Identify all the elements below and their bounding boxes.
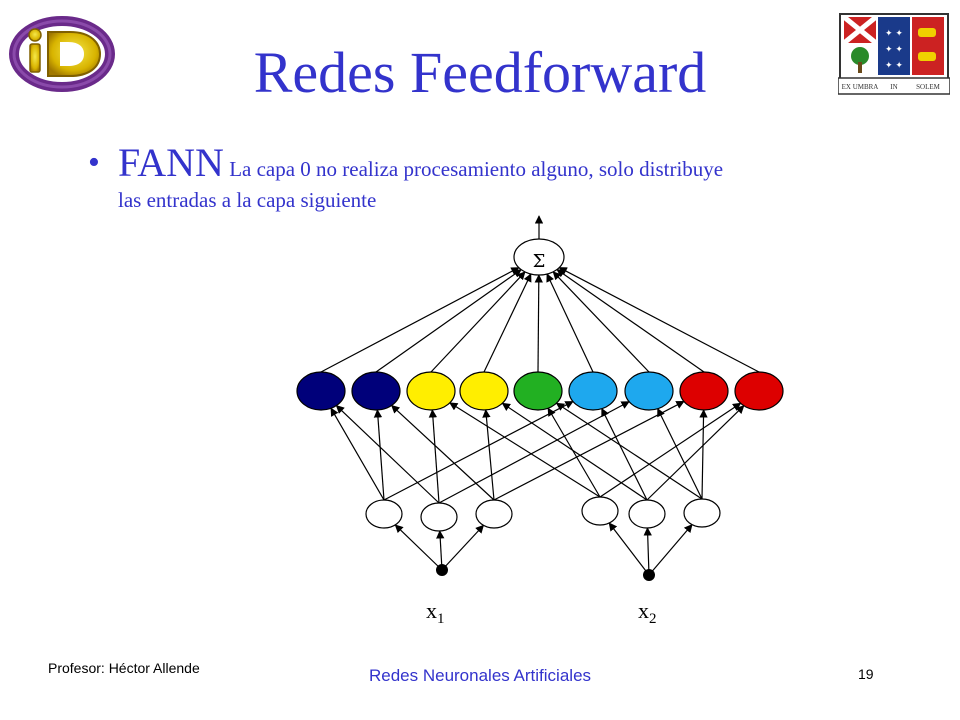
edge-hidden-to-sum [375,269,522,373]
edge-input-to-hidden [547,407,601,498]
hidden-node [568,371,618,411]
input-layer-node [365,499,403,529]
edge-source-to-input [608,522,650,576]
edge-hidden-to-sum [558,267,760,373]
input-label-x2: x2 [638,598,657,627]
input-label-x2-base: x [638,598,649,623]
input-layer-node [420,502,458,532]
edge-input-to-hidden [493,400,685,501]
network-nodes [296,238,784,581]
input-source-node [436,564,448,576]
input-label-x1-base: x [426,598,437,623]
svg-text:✦ ✦: ✦ ✦ [885,61,903,71]
edge-hidden-to-sum [552,271,650,373]
edge-input-to-hidden [391,404,495,501]
hidden-node [734,371,784,411]
slide-title: Redes Feedforward [253,40,707,105]
footer-page-number: 19 [858,666,874,682]
edge-source-to-input [441,524,485,571]
edge-input-to-hidden [657,407,703,500]
bullet-body: La capa 0 no realiza procesamiento algun… [223,157,724,181]
hidden-node [459,371,509,411]
bullet-text: FANN La capa 0 no realiza procesamiento … [118,140,918,186]
edge-input-to-hidden [599,402,742,498]
edge-input-to-hidden [501,402,648,501]
input-label-x1: x1 [426,598,445,627]
edge-input-to-hidden [601,407,648,501]
university-shield-icon: ✦ ✦ ✦ ✦ ✦ ✦ EX UMBRA IN SOLEM [838,13,950,95]
svg-text:✦ ✦: ✦ ✦ [885,45,903,55]
banner-left-text: EX UMBRA [842,83,879,91]
input-label-x2-sub: 2 [649,611,657,627]
input-layer-node [628,499,666,529]
edge-hidden-to-sum [546,273,594,373]
network-edges [320,215,760,576]
input-layer-node [581,496,619,526]
hidden-node [513,371,563,411]
banner-mid-text: IN [890,83,897,91]
hidden-node [351,371,401,411]
edge-input-to-hidden [449,402,601,498]
banner-right-text: SOLEM [916,83,941,91]
hidden-node [679,371,729,411]
edge-input-to-hidden [699,409,708,500]
edge-hidden-to-sum [320,267,520,373]
bullet-line2: las entradas a la capa siguiente [118,188,377,212]
input-label-x1-sub: 1 [437,611,445,627]
edge-source-to-input [394,524,443,571]
edge-input-to-hidden [428,409,440,504]
bullet-dot: • [88,144,100,181]
edge-input-to-hidden [555,402,703,500]
edge-hidden-to-sum [534,274,543,373]
id-logo-icon [9,16,115,92]
edge-input-to-hidden [335,405,440,504]
edge-hidden-to-sum [483,273,532,373]
edge-source-to-input [643,527,652,576]
edge-input-to-hidden [646,405,745,501]
svg-text:✦ ✦: ✦ ✦ [885,29,903,39]
edge-source-to-input [436,530,445,571]
edge-input-to-hidden [373,409,385,501]
sum-symbol: Σ [533,251,546,272]
edge-input-to-hidden [482,409,495,501]
edge-input-to-hidden [383,400,574,501]
edge-source-to-input [648,524,693,576]
edge-input-to-hidden [330,407,385,501]
edge-hidden-to-sum [430,271,526,373]
edge-hidden-to-sum [556,269,705,373]
input-source-node [643,569,655,581]
hidden-node [296,371,346,411]
footer-author: Profesor: Héctor Allende [48,660,200,676]
bullet-head: FANN [118,140,224,185]
hidden-node [624,371,674,411]
footer-course: Redes Neuronales Artificiales [368,666,592,685]
hidden-node [406,371,456,411]
input-layer-node [475,499,513,529]
input-layer-node [683,498,721,528]
sum-node [513,238,565,276]
edge-input-to-hidden [438,401,630,504]
